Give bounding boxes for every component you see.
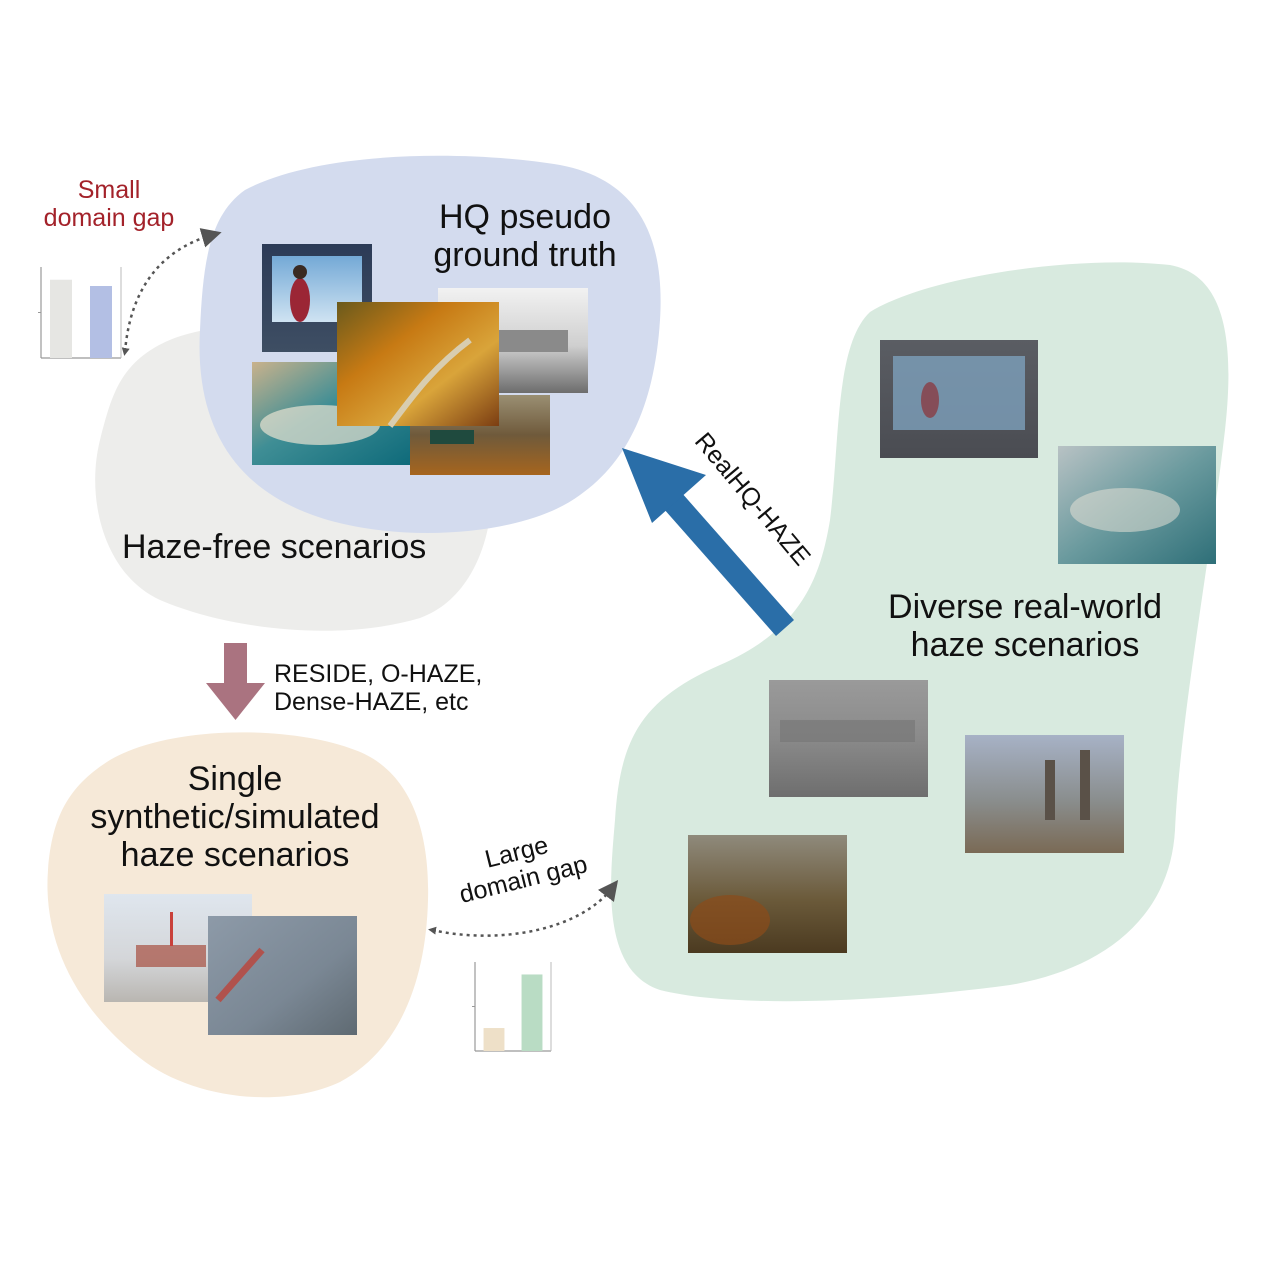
dataset-line-2: Dense-HAZE, etc	[274, 688, 469, 716]
small-gap-chart-bar-2	[90, 286, 112, 358]
real-image-harbor-hazy	[1058, 446, 1216, 564]
hq-title-line-1: HQ pseudo	[439, 198, 611, 236]
small-gap-line-1: Small	[77, 176, 141, 204]
large-gap-dotted-arrow-tail	[428, 926, 437, 935]
real-image-billboard-hazy	[880, 340, 1038, 458]
small-gap-bar-chart	[38, 267, 122, 359]
synthetic-image-smoke	[208, 916, 357, 1035]
small-domain-gap-label: Small domain gap	[26, 176, 192, 232]
haze-free-label: Haze-free scenarios	[122, 528, 427, 566]
hq-ground-truth-title: HQ pseudo ground truth	[422, 198, 628, 274]
hq-image-autumn-forest	[337, 302, 499, 428]
small-gap-chart-bar-1	[50, 279, 72, 358]
dataset-label: RESIDE, O-HAZE, Dense-HAZE, etc	[274, 660, 482, 716]
dataset-down-arrow	[206, 643, 265, 720]
small-gap-line-2: domain gap	[43, 204, 175, 232]
realhq-haze-arrow	[622, 448, 794, 636]
real-image-foggy-park	[965, 735, 1124, 853]
real-world-label: Diverse real-world haze scenarios	[858, 588, 1192, 664]
real-world-line-2: haze scenarios	[910, 626, 1140, 665]
synthetic-line-3: haze scenarios	[120, 836, 350, 875]
real-image-foggy-autumn	[688, 835, 847, 953]
large-gap-chart-bar-2	[521, 974, 543, 1051]
synthetic-line-1: Single	[187, 760, 283, 798]
large-gap-chart-bar-1	[483, 1028, 505, 1051]
hq-title-line-2: ground truth	[433, 236, 617, 275]
large-gap-bar-chart	[472, 962, 552, 1052]
synthetic-line-2: synthetic/simulated	[90, 798, 380, 837]
real-world-line-1: Diverse real-world	[888, 588, 1162, 626]
synthetic-label: Single synthetic/simulated haze scenario…	[68, 760, 402, 874]
dataset-line-1: RESIDE, O-HAZE,	[274, 660, 483, 688]
hq-image-billboard	[262, 244, 372, 352]
real-image-foggy-street	[769, 680, 928, 797]
